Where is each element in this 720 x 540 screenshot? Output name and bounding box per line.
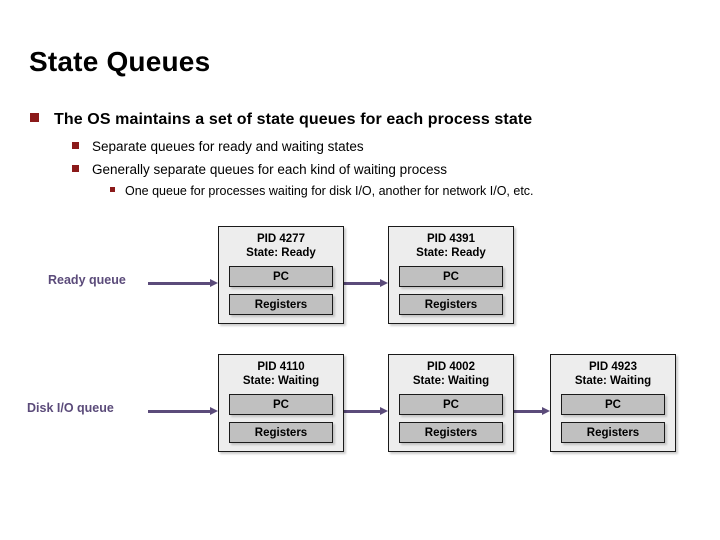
pcb-fields: PC Registers: [219, 394, 343, 443]
pcb-pid: PID 4002: [427, 361, 475, 373]
process-control-block: PID 4391 State: Ready PC Registers: [388, 226, 514, 324]
pcb-pid: PID 4277: [257, 233, 305, 245]
bullet-level1-text: The OS maintains a set of state queues f…: [54, 111, 533, 128]
arrow-disk-queue-to-process-1: [148, 407, 218, 416]
process-control-block: PID 4002 State: Waiting PC Registers: [388, 354, 514, 452]
bullet-item-level1: The OS maintains a set of state queues f…: [30, 111, 532, 129]
bullet-item-level3: One queue for processes waiting for disk…: [110, 184, 534, 198]
pcb-fields: PC Registers: [389, 394, 513, 443]
pcb-fields: PC Registers: [219, 266, 343, 315]
pcb-field-pc: PC: [561, 394, 665, 415]
pcb-pid: PID 4391: [427, 233, 475, 245]
pcb-field-registers: Registers: [399, 294, 503, 315]
pcb-pid: PID 4110: [257, 361, 305, 373]
process-control-block: PID 4277 State: Ready PC Registers: [218, 226, 344, 324]
process-control-block: PID 4923 State: Waiting PC Registers: [550, 354, 676, 452]
bullet-item-level2-2: Generally separate queues for each kind …: [72, 162, 447, 177]
pcb-state: State: Waiting: [242, 375, 320, 387]
pcb-field-pc: PC: [229, 266, 333, 287]
queue-label-disk-io: Disk I/O queue: [27, 401, 114, 415]
pcb-header: PID 4923 State: Waiting: [551, 360, 675, 388]
pcb-field-registers: Registers: [229, 422, 333, 443]
pcb-fields: PC Registers: [551, 394, 675, 443]
pcb-field-pc: PC: [229, 394, 333, 415]
pcb-header: PID 4002 State: Waiting: [389, 360, 513, 388]
pcb-field-registers: Registers: [229, 294, 333, 315]
pcb-header: PID 4391 State: Ready: [389, 232, 513, 260]
pcb-header: PID 4110 State: Waiting: [219, 360, 343, 388]
bullet-level2-text: Separate queues for ready and waiting st…: [92, 139, 364, 154]
pcb-state: State: Ready: [246, 247, 316, 259]
arrow-process-1-to-process-2-waiting: [344, 407, 388, 416]
arrow-process-1-to-process-2-ready: [344, 279, 388, 288]
square-bullet-icon: [72, 142, 79, 149]
square-bullet-icon: [30, 113, 39, 122]
arrow-ready-queue-to-process-1: [148, 279, 218, 288]
square-bullet-icon: [110, 187, 115, 192]
bullet-level3-text: One queue for processes waiting for disk…: [125, 184, 534, 198]
pcb-state: State: Ready: [416, 247, 486, 259]
square-bullet-icon: [72, 165, 79, 172]
queue-label-ready: Ready queue: [48, 273, 126, 287]
page-title: State Queues: [29, 46, 211, 77]
pcb-pid: PID 4923: [589, 361, 637, 373]
pcb-field-registers: Registers: [561, 422, 665, 443]
bullet-level2-text: Generally separate queues for each kind …: [92, 162, 447, 177]
process-control-block: PID 4110 State: Waiting PC Registers: [218, 354, 344, 452]
pcb-state: State: Waiting: [412, 375, 490, 387]
pcb-field-pc: PC: [399, 266, 503, 287]
pcb-field-pc: PC: [399, 394, 503, 415]
pcb-fields: PC Registers: [389, 266, 513, 315]
pcb-header: PID 4277 State: Ready: [219, 232, 343, 260]
pcb-state: State: Waiting: [574, 375, 652, 387]
pcb-field-registers: Registers: [399, 422, 503, 443]
bullet-item-level2-1: Separate queues for ready and waiting st…: [72, 139, 364, 154]
arrow-process-2-to-process-3-waiting: [514, 407, 550, 416]
